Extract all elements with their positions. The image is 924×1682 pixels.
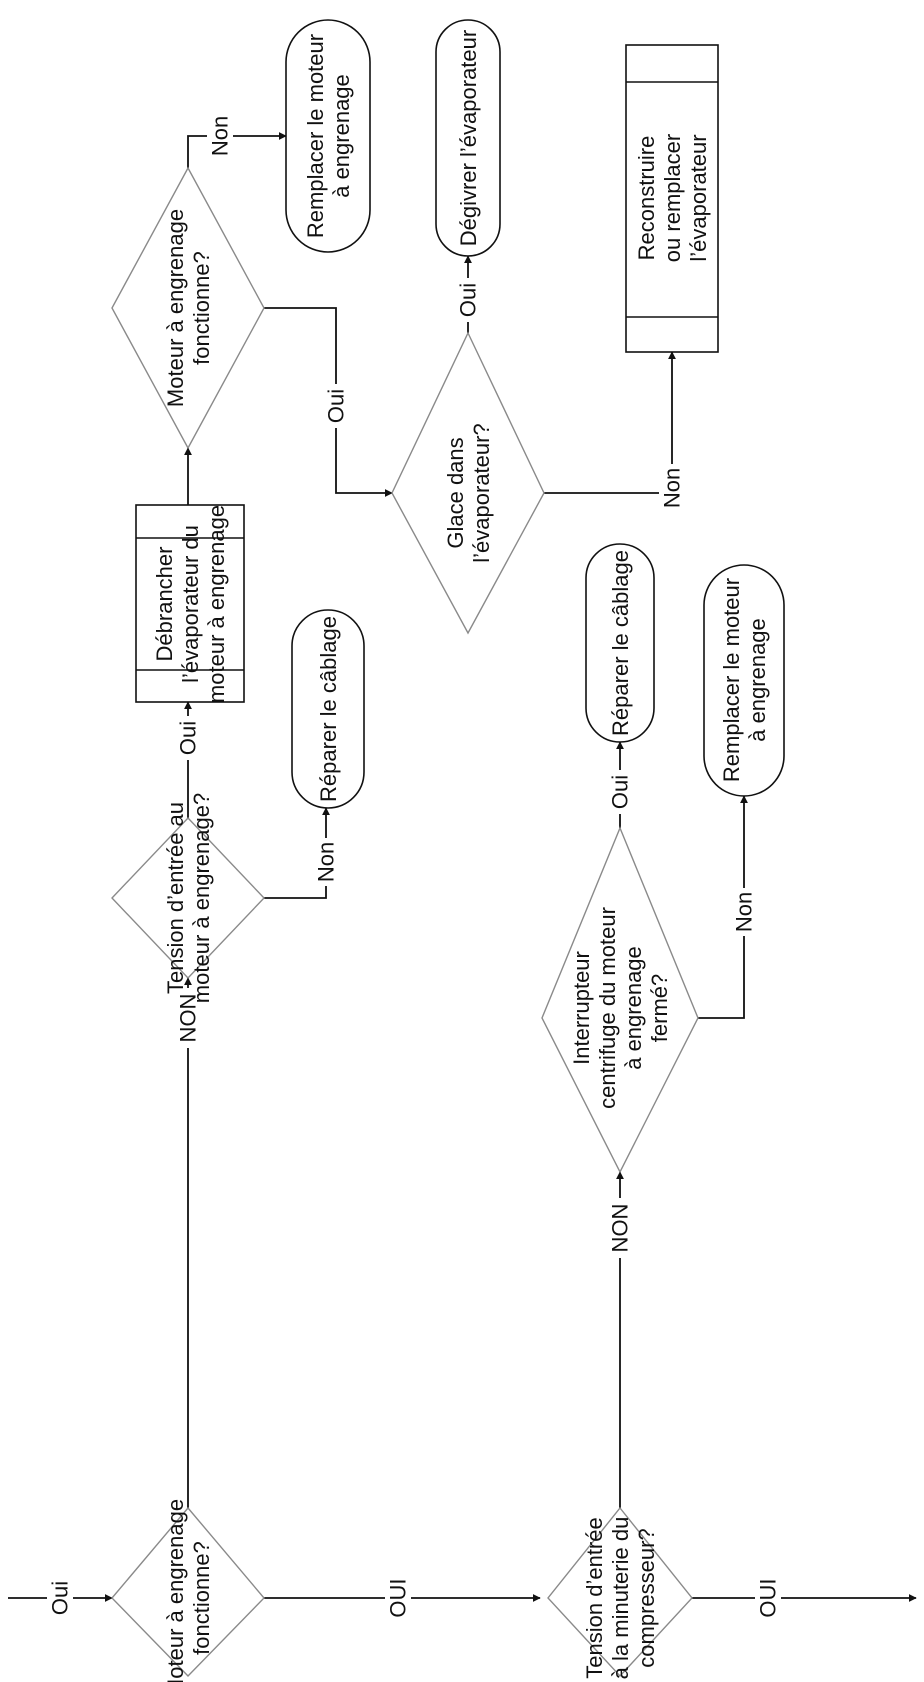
decision-motor-works-2-text: Moteur à engrenagefonctionne?: [163, 209, 214, 407]
node-text-line: Moteur à engrenage: [163, 1499, 188, 1682]
decision-ice-in-evaporator: Glace dansl’évaporateur?: [391, 331, 545, 635]
node-text-line: Glace dans: [443, 437, 468, 548]
node-text-line: Remplacer le moteur: [719, 578, 744, 782]
decision-input-voltage-timer: Tension d’entréeà la minuterie ducompres…: [547, 1506, 693, 1680]
label-d8-non: Non: [732, 892, 757, 932]
label-entry-oui: Oui: [48, 1581, 73, 1615]
node-text-line: fonctionne?: [189, 1541, 214, 1655]
label-d1-oui: OUI: [386, 1578, 411, 1617]
node-text-line: Réparer le câblage: [608, 550, 633, 736]
node-text-line: à la minuterie du: [608, 1517, 633, 1680]
node-text-line: Tension d’entrée: [582, 1517, 607, 1678]
label-d4-oui: Oui: [456, 283, 481, 317]
terminator-repair-wiring-1-text: Réparer le câblage: [316, 616, 341, 802]
label-d3-oui: Oui: [324, 389, 349, 423]
decision-input-voltage-motor: Tension d’entrée aumoteur à engrenage?: [111, 793, 265, 1003]
node-text-line: Remplacer le moteur: [303, 34, 328, 238]
process-disconnect-evaporator: Débrancherl’évaporateur dumoteur à engre…: [135, 504, 245, 703]
decision-centrifugal-switch: Interrupteurcentrifuge du moteurà engren…: [541, 826, 699, 1174]
terminator-replace-motor-2: Remplacer le moteurà engrenage: [703, 564, 785, 797]
edge-d3-non: [187, 132, 287, 168]
node-text-line: ou remplacer: [660, 134, 685, 262]
terminator-defrost-evaporator-text: Dégivrer l’évaporateur: [456, 30, 481, 246]
label-d4-non: Non: [660, 468, 685, 508]
edge-d8-non: [698, 795, 748, 1019]
decision-motor-works-1: Moteur à engrenagefonctionne?: [111, 1499, 265, 1682]
node-text-line: l’évaporateur du: [178, 525, 203, 683]
terminator-replace-motor-1: Remplacer le moteurà engrenage: [285, 19, 371, 253]
node-text-line: fonctionne?: [189, 251, 214, 365]
terminator-repair-wiring-2-text: Réparer le câblage: [608, 550, 633, 736]
decision-input-voltage-motor-text: Tension d’entrée aumoteur à engrenage?: [163, 793, 214, 1003]
node-text-line: compresseur?: [634, 1528, 659, 1667]
terminator-replace-motor-1-text: Remplacer le moteurà engrenage: [303, 34, 354, 238]
terminator-replace-motor-2-text: Remplacer le moteurà engrenage: [719, 578, 770, 782]
terminator-repair-wiring-1: Réparer le câblage: [291, 609, 365, 809]
node-text-line: moteur à engrenage: [204, 505, 229, 703]
node-text-line: à engrenage: [745, 618, 770, 742]
node-text-line: Reconstruire: [634, 136, 659, 261]
node-text-line: à engrenage: [329, 74, 354, 198]
node-text-line: Interrupteur: [569, 951, 594, 1065]
decision-ice-in-evaporator-text: Glace dansl’évaporateur?: [443, 423, 494, 562]
node-text-line: Réparer le câblage: [316, 616, 341, 802]
label-d7-non: NON: [608, 1204, 633, 1253]
node-text-line: Dégivrer l’évaporateur: [456, 30, 481, 246]
terminator-repair-wiring-2: Réparer le câblage: [585, 543, 655, 743]
label-d3-non: Non: [208, 116, 233, 156]
decision-motor-works-1-text: Moteur à engrenagefonctionne?: [163, 1499, 214, 1682]
process-rebuild-evaporator: Reconstruireou remplacerl’évaporateur: [625, 44, 719, 353]
decision-motor-works-2: Moteur à engrenagefonctionne?: [111, 166, 265, 450]
node-text-line: Débrancher: [152, 547, 177, 662]
node-text-line: l’évaporateur: [686, 134, 711, 261]
label-d1-non: NON: [176, 994, 201, 1043]
node-text-line: Moteur à engrenage: [163, 209, 188, 407]
process-disconnect-evaporator-text: Débrancherl’évaporateur dumoteur à engre…: [152, 505, 229, 703]
node-text-line: centrifuge du moteur: [595, 907, 620, 1109]
decision-input-voltage-timer-text: Tension d’entréeà la minuterie ducompres…: [582, 1517, 659, 1680]
node-text-line: moteur à engrenage?: [189, 793, 214, 1003]
label-d7-oui: OUI: [756, 1578, 781, 1617]
edge-d4-non: [544, 351, 676, 494]
terminator-defrost-evaporator: Dégivrer l’évaporateur: [435, 19, 501, 257]
node-text-line: l’évaporateur?: [469, 423, 494, 562]
label-d2-oui: Oui: [176, 721, 201, 755]
decision-centrifugal-switch-text: Interrupteurcentrifuge du moteurà engren…: [569, 907, 672, 1109]
node-text-line: à engrenage: [621, 946, 646, 1070]
edge-labels: Oui OUI OUI NON Oui Non Non Oui: [47, 112, 781, 1622]
node-text-line: Tension d’entrée au: [163, 802, 188, 994]
process-rebuild-evaporator-text: Reconstruireou remplacerl’évaporateur: [634, 134, 711, 262]
node-text-line: fermé?: [647, 974, 672, 1042]
label-d2-non: Non: [314, 842, 339, 882]
label-d8-oui: Oui: [608, 775, 633, 809]
